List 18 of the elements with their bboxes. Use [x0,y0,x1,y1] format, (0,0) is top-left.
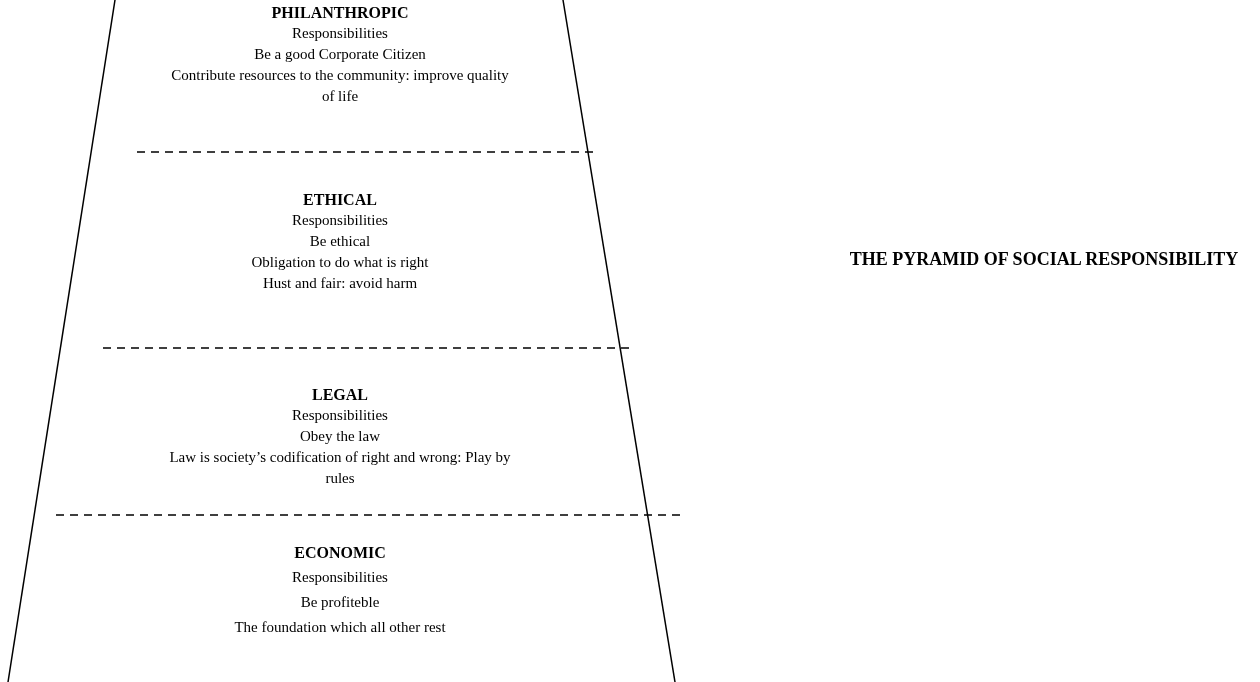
tier-text: Responsibilities [292,406,388,425]
tier-text: Be ethical [309,232,371,251]
diagram-title: THE PYRAMID OF SOCIAL RESPONSIBILITY [849,248,1239,271]
tier-heading: LEGAL [312,385,368,405]
tier-heading: PHILANTHROPIC [271,3,409,23]
tier-text: Be profiteble [300,593,380,612]
tier-text: The foundation which all other rest [234,618,446,637]
tier-text: Responsibilities [292,211,388,230]
tier-text: Obligation to do what is right [251,253,429,272]
tier-text: Hust and fair: avoid harm [262,274,418,293]
tier-text: Responsibilities [292,24,388,43]
tier-text: Law is society’s codification of right and wrong: Play by rules [168,448,512,488]
tier-text: Responsibilities [292,568,388,587]
tier-text: Contribute resources to the community: improve quality of life [170,66,510,106]
tier-text: Obey the law [300,427,380,446]
tier-text: Be a good Corporate Citizen [254,45,426,64]
tier-heading: ECONOMIC [294,543,386,563]
tier-heading: ETHICAL [303,190,377,210]
